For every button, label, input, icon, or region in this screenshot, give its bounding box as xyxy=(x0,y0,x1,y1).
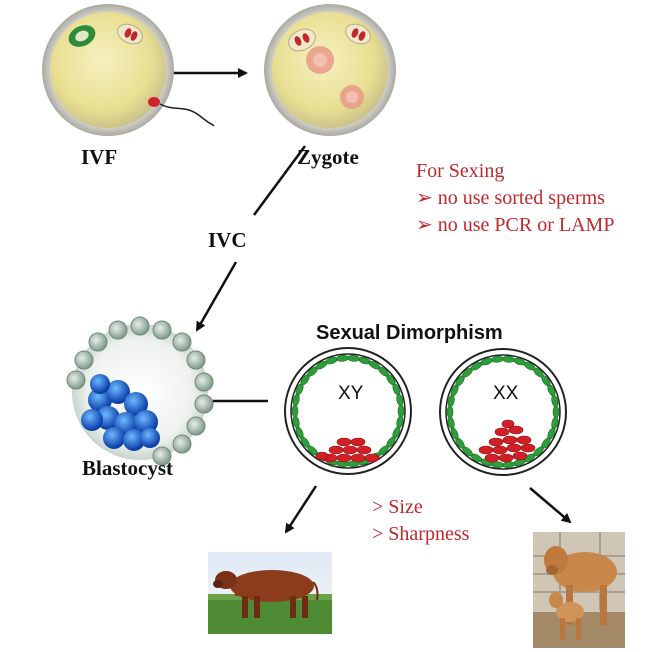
sexing-note-item: ➢ no use PCR or LAMP xyxy=(416,214,615,236)
trophoblast-cell xyxy=(396,393,404,407)
zygote-to-ivc-line xyxy=(252,145,307,216)
sexing-note-title: For Sexing xyxy=(416,160,505,182)
dimorphism-title: Sexual Dimorphism xyxy=(316,322,503,344)
arrow-bullet-icon: ➢ xyxy=(416,214,433,236)
xx-to-cow-arrow xyxy=(529,487,572,524)
dimorphism-criteria: > Size > Sharpness xyxy=(372,494,469,548)
sexing-note-item: ➢ no use sorted sperms xyxy=(416,187,605,209)
zygote-label: Zygote xyxy=(297,145,359,169)
xx-label: XX xyxy=(493,383,519,404)
criteria-size: > Size xyxy=(372,496,423,518)
ivf-label: IVF xyxy=(81,145,118,169)
xy-label: XY xyxy=(338,383,364,404)
sexing-note: For Sexing ➢ no use sorted sperms ➢ no u… xyxy=(416,158,614,239)
ivc-label: IVC xyxy=(208,228,247,252)
ivc-to-blastocyst-arrow xyxy=(195,261,238,332)
blastocyst-label: Blastocyst xyxy=(82,456,173,480)
xy-to-bull-arrow xyxy=(284,485,318,534)
criteria-sharpness: > Sharpness xyxy=(372,523,470,545)
trophoblast-cell xyxy=(551,394,559,408)
arrow-bullet-icon: ➢ xyxy=(416,187,433,209)
